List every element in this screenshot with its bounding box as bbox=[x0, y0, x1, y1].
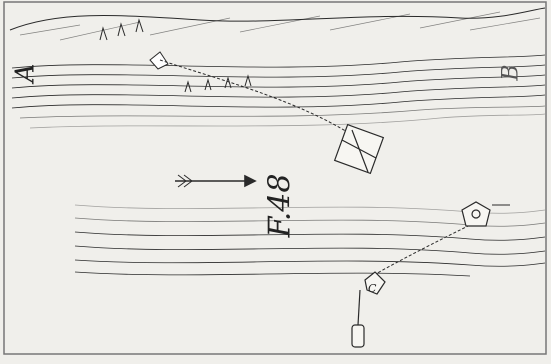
lower-line bbox=[365, 225, 470, 280]
bank-stakes bbox=[100, 20, 251, 92]
label-c: C bbox=[368, 282, 376, 295]
label-b: B bbox=[499, 64, 524, 80]
fish-trap-basket-icon bbox=[335, 125, 384, 174]
river-hatching-upper bbox=[12, 55, 545, 128]
lower-trap-icon bbox=[462, 202, 510, 226]
upper-line bbox=[160, 60, 360, 140]
figure-number: F.48 bbox=[262, 174, 297, 238]
upper-riverbank bbox=[10, 8, 545, 40]
upper-anchor-peg bbox=[150, 52, 168, 69]
current-direction-arrow-icon bbox=[175, 175, 255, 187]
label-a: A bbox=[10, 64, 40, 83]
